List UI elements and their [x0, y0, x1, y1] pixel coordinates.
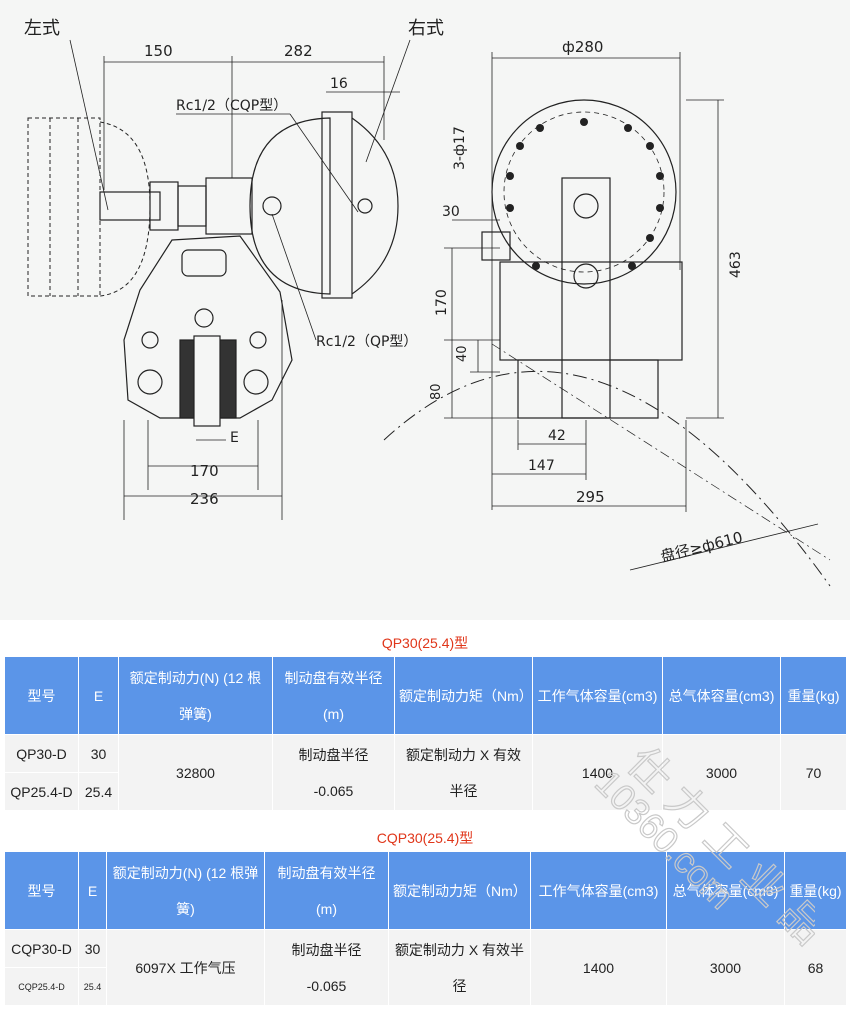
table-header-row: 型号 E 额定制动力(N) (12 根弹簧) 制动盘有效半径(m) 额定制动力矩… — [4, 851, 847, 930]
label-disc-diameter: 盘径≥ф610 — [659, 528, 745, 566]
air-chamber — [249, 117, 331, 295]
label-left-style: 左式 — [24, 18, 60, 39]
dim-282: 282 — [284, 42, 313, 60]
caliper-body — [123, 235, 293, 419]
spec-table-cqp: 型号 E 额定制动力(N) (12 根弹簧) 制动盘有效半径(m) 额定制动力矩… — [4, 851, 847, 1006]
dim-170: 170 — [190, 462, 219, 480]
cell-model: QP25.4-D — [4, 772, 79, 811]
chamber-flange — [491, 99, 677, 285]
table-row: CQP25.4-D 25.4 — [4, 967, 847, 1006]
cell-total-gas: 3000 — [666, 929, 785, 1006]
dim-42: 42 — [548, 428, 566, 444]
cell-e: 30 — [78, 929, 107, 968]
dim-147: 147 — [528, 458, 555, 474]
table-header-row: 型号 E 额定制动力(N) (12 根弹簧) 制动盘有效半径(m) 额定制动力矩… — [4, 656, 847, 735]
technical-drawing: 左式 右式 150 282 16 Rc1/2（CQP型） Rc1/2（QP型） … — [24, 18, 831, 587]
col-force: 额定制动力(N) (12 根弹簧) — [118, 656, 273, 735]
cell-e: 25.4 — [78, 772, 119, 811]
col-work-gas: 工作气体容量(cm3) — [530, 851, 667, 930]
spec-table-qp: 型号 E 额定制动力(N) (12 根弹簧) 制动盘有效半径(m) 额定制动力矩… — [4, 656, 847, 811]
cell-total-gas: 3000 — [662, 734, 781, 811]
cell-e: 25.4 — [78, 967, 107, 1006]
col-work-gas: 工作气体容量(cm3) — [532, 656, 663, 735]
col-weight: 重量(kg) — [784, 851, 847, 930]
cell-radius: 制动盘半径 -0.065 — [272, 734, 395, 811]
col-radius: 制动盘有效半径(m) — [264, 851, 389, 930]
col-force: 额定制动力(N) (12 根弹簧) — [106, 851, 265, 930]
dim-295: 295 — [576, 488, 605, 506]
label-rc-cqp: Rc1/2（CQP型） — [176, 98, 287, 114]
cell-model: QP30-D — [4, 734, 79, 773]
dim-e: E — [230, 430, 239, 446]
dim-463: 463 — [728, 251, 744, 278]
col-model: 型号 — [4, 851, 79, 930]
col-e: E — [78, 851, 107, 930]
cell-model: CQP30-D — [4, 929, 79, 968]
dim-170-vertical: 170 — [434, 289, 450, 316]
shaft — [99, 191, 161, 221]
cell-torque: 额定制动力 X 有效半径 — [394, 734, 533, 811]
dim-holes: 3-ф17 — [452, 126, 468, 170]
col-e: E — [78, 656, 119, 735]
col-total-gas: 总气体容量(cm3) — [662, 656, 781, 735]
label-rc-qp: Rc1/2（QP型） — [316, 334, 417, 350]
col-torque: 额定制动力矩（Nm） — [388, 851, 531, 930]
brake-disc-arc — [383, 370, 831, 587]
table2-title: CQP30(25.4)型 — [376, 830, 474, 846]
dim-16: 16 — [330, 76, 348, 92]
dim-150: 150 — [144, 42, 173, 60]
col-weight: 重量(kg) — [780, 656, 847, 735]
col-torque: 额定制动力矩（Nm） — [394, 656, 533, 735]
cell-radius: 制动盘半径 -0.065 — [264, 929, 389, 1006]
dim-236: 236 — [190, 490, 219, 508]
col-model: 型号 — [4, 656, 79, 735]
table1-title: QP30(25.4)型 — [381, 635, 469, 651]
cell-weight: 68 — [784, 929, 847, 1006]
cell-model: CQP25.4-D — [4, 967, 79, 1006]
table-row: CQP30-D 30 6097X 工作气压 制动盘半径 -0.065 额定制动力… — [4, 929, 847, 1006]
cell-weight: 70 — [780, 734, 847, 811]
cell-force: 32800 — [118, 734, 273, 811]
dim-40: 40 — [455, 345, 470, 362]
cell-force: 6097X 工作气压 — [106, 929, 265, 1006]
caliper-front — [561, 177, 611, 419]
dim-80: 80 — [429, 383, 444, 400]
col-total-gas: 总气体容量(cm3) — [666, 851, 785, 930]
cell-e: 30 — [78, 734, 119, 773]
dim-30: 30 — [442, 204, 460, 220]
cell-work-gas: 1400 — [532, 734, 663, 811]
table-row: QP25.4-D 25.4 — [4, 772, 847, 811]
cell-torque: 额定制动力 X 有效半径 — [388, 929, 531, 1006]
cell-work-gas: 1400 — [530, 929, 667, 1006]
table-row: QP30-D 30 32800 制动盘半径 -0.065 额定制动力 X 有效半… — [4, 734, 847, 811]
left-style-dashed-outline — [27, 117, 151, 297]
dim-phi-280: ф280 — [562, 38, 603, 56]
label-right-style: 右式 — [408, 18, 444, 39]
col-radius: 制动盘有效半径(m) — [272, 656, 395, 735]
